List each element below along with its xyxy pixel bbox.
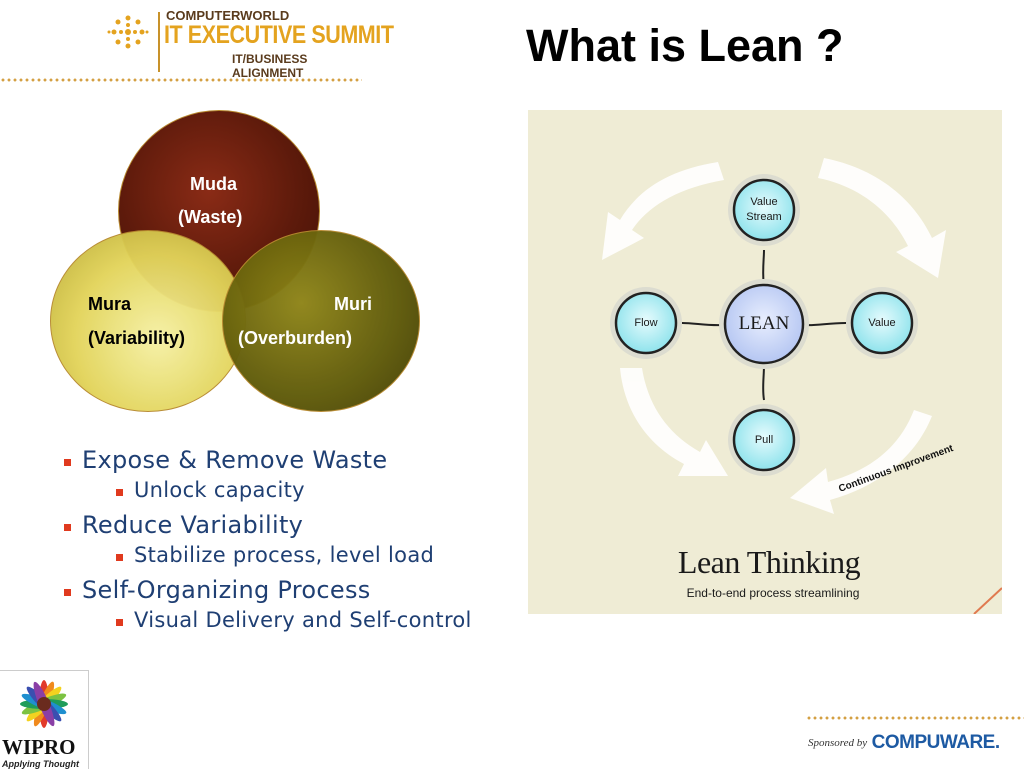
mura-circle — [50, 230, 246, 412]
wipro-name: WIPRO — [2, 735, 76, 759]
bullet-square-icon — [116, 489, 123, 496]
lean-thinking-diagram: Continuous Improvement Value Stream Flow… — [528, 110, 1002, 614]
sponsored-by-text: Sponsored by — [808, 737, 868, 749]
venn-diagram: Muda (Waste) Mura (Variability) Muri (Ov… — [48, 108, 424, 414]
bullet-text: Reduce Variability — [82, 511, 304, 539]
sub-bullet-item: Stabilize process, level load — [62, 543, 532, 576]
computerworld-logo: COMPUTERWORLD IT EXECUTIVE SUMMIT IT/BUS… — [106, 8, 394, 80]
sub-bullet-text: Unlock capacity — [134, 478, 305, 502]
bullet-square-icon — [64, 459, 71, 466]
bullet-square-icon — [116, 619, 123, 626]
sub-bullet-text: Stabilize process, level load — [134, 543, 435, 567]
flow-node — [614, 291, 678, 355]
wipro-tagline: Applying Thought — [2, 759, 79, 769]
bullet-item: Expose & Remove Waste — [62, 446, 532, 478]
dotted-rule-top — [0, 78, 362, 82]
value-label: Value — [868, 317, 896, 329]
bullet-item: Reduce Variability — [62, 511, 532, 543]
value-stream-node — [732, 178, 796, 242]
flow-label: Flow — [634, 317, 658, 329]
bullet-square-icon — [116, 554, 123, 561]
compuware-logo: COMPUWARE. — [871, 732, 1001, 753]
sub-bullet-item: Unlock capacity — [62, 478, 532, 511]
lean-thinking-subheading: End-to-end process streamlining — [686, 586, 860, 600]
brand-line-1: COMPUTERWORLD — [166, 8, 290, 23]
sub-bullet-text: Visual Delivery and Self-control — [134, 608, 472, 632]
logo-divider — [158, 12, 160, 72]
bullet-square-icon — [64, 524, 71, 531]
sub-bullet-item: Visual Delivery and Self-control — [62, 608, 532, 641]
bullet-list: Expose & Remove Waste Unlock capacity Re… — [62, 446, 532, 641]
value-stream-label-line1: Value — [750, 196, 778, 208]
slide-title: What is Lean ? — [526, 20, 844, 71]
muri-sublabel: (Overburden) — [238, 328, 353, 348]
mura-sublabel: (Variability) — [88, 328, 186, 348]
cycle-arrows — [602, 158, 946, 514]
muda-sublabel: (Waste) — [178, 207, 243, 227]
bullet-square-icon — [64, 589, 71, 596]
lean-thinking-heading: Lean Thinking — [677, 544, 861, 580]
brand-line-2: IT EXECUTIVE SUMMIT — [164, 21, 394, 49]
sponsor-credit: Sponsored by COMPUWARE. — [808, 732, 1000, 754]
pull-node — [732, 408, 796, 472]
lean-center-node — [723, 283, 805, 365]
bullet-text: Self-Organizing Process — [82, 576, 371, 604]
value-stream-label-line2: Stream — [746, 211, 782, 223]
lean-cycle-graphic: Continuous Improvement — [602, 158, 955, 514]
pull-label: Pull — [754, 434, 774, 446]
muri-circle — [222, 230, 420, 412]
value-stream-label: Value Stream — [734, 195, 794, 225]
rainbow-flower-icon — [20, 680, 68, 728]
muri-label: Muri — [334, 294, 372, 314]
bullet-text: Expose & Remove Waste — [82, 446, 388, 474]
wipro-logo: WIPRO Applying Thought — [0, 670, 89, 769]
starburst-icon — [107, 15, 149, 49]
lean-center-label: LEAN — [738, 313, 790, 334]
dotted-rule-bottom — [806, 716, 1024, 720]
mura-label: Mura — [88, 294, 132, 314]
bullet-item: Self-Organizing Process — [62, 576, 532, 608]
brand-line-3: IT/BUSINESS ALIGNMENT — [232, 52, 308, 80]
value-node — [850, 291, 914, 355]
muda-label: Muda — [190, 174, 237, 194]
